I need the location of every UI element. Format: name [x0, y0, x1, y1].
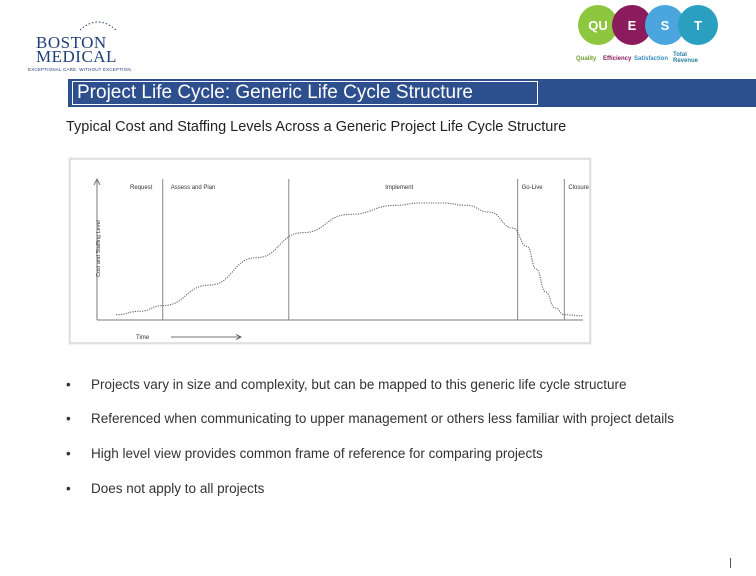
bullet-text: Projects vary in size and complexity, bu…: [91, 377, 627, 392]
phase-label-assess-and-plan: Assess and Plan: [171, 185, 216, 191]
quest-label-satisfaction: Satisfaction: [634, 56, 669, 62]
life-cycle-chart-svg: Cost and Staffing Level Time Request Asse…: [69, 158, 591, 344]
bullet-dot: •: [66, 481, 71, 496]
bullet-dot: •: [66, 446, 71, 461]
logo-line-2: MEDICAL: [36, 47, 117, 66]
phase-label-closure: Closure: [568, 185, 589, 191]
bullet-text: Referenced when communicating to upper m…: [91, 411, 675, 426]
y-axis-arrow-icon: [93, 177, 101, 186]
bullet-text: Does not apply to all projects: [91, 481, 265, 496]
phase-label-go-live: Go-Live: [522, 185, 544, 191]
title-band: Project Life Cycle: Generic Life Cycle S…: [68, 79, 756, 107]
life-cycle-chart: Cost and Staffing Level Time Request Asse…: [68, 157, 592, 345]
bullet-dot: •: [66, 411, 71, 426]
chart-panel: [69, 158, 591, 344]
phase-label-implement: Implement: [385, 185, 413, 191]
staffing-curve: [115, 202, 584, 317]
bullet-dot: •: [66, 377, 71, 392]
time-arrow-icon: [235, 334, 242, 340]
page-title: Project Life Cycle: Generic Life Cycle S…: [72, 81, 538, 105]
quest-label-quality: Quality: [576, 56, 597, 62]
phase-label-request: Request: [130, 185, 153, 191]
x-axis-label: Time: [136, 335, 150, 341]
boston-medical-logo: BOSTON MEDICAL EXCEPTIONAL CARE. WITHOUT…: [28, 14, 132, 72]
bullet-text: High level view provides common frame of…: [91, 446, 543, 461]
quest-label-total-revenue: Total Revenue: [673, 52, 699, 65]
quest-circle-qu: QU: [578, 5, 618, 45]
logo-line-1: BOSTON: [36, 33, 107, 52]
logo-arc-icon: [79, 21, 117, 31]
quest-label-efficiency: Efficiency: [603, 56, 632, 62]
logo-tagline: EXCEPTIONAL CARE. WITHOUT EXCEPTION.: [28, 67, 133, 72]
quest-circle-t: T: [678, 5, 718, 45]
page-number-mark: [730, 558, 731, 568]
y-axis-label: Cost and Staffing Level: [96, 220, 102, 277]
page-subtitle: Typical Cost and Staffing Levels Across …: [66, 119, 567, 135]
